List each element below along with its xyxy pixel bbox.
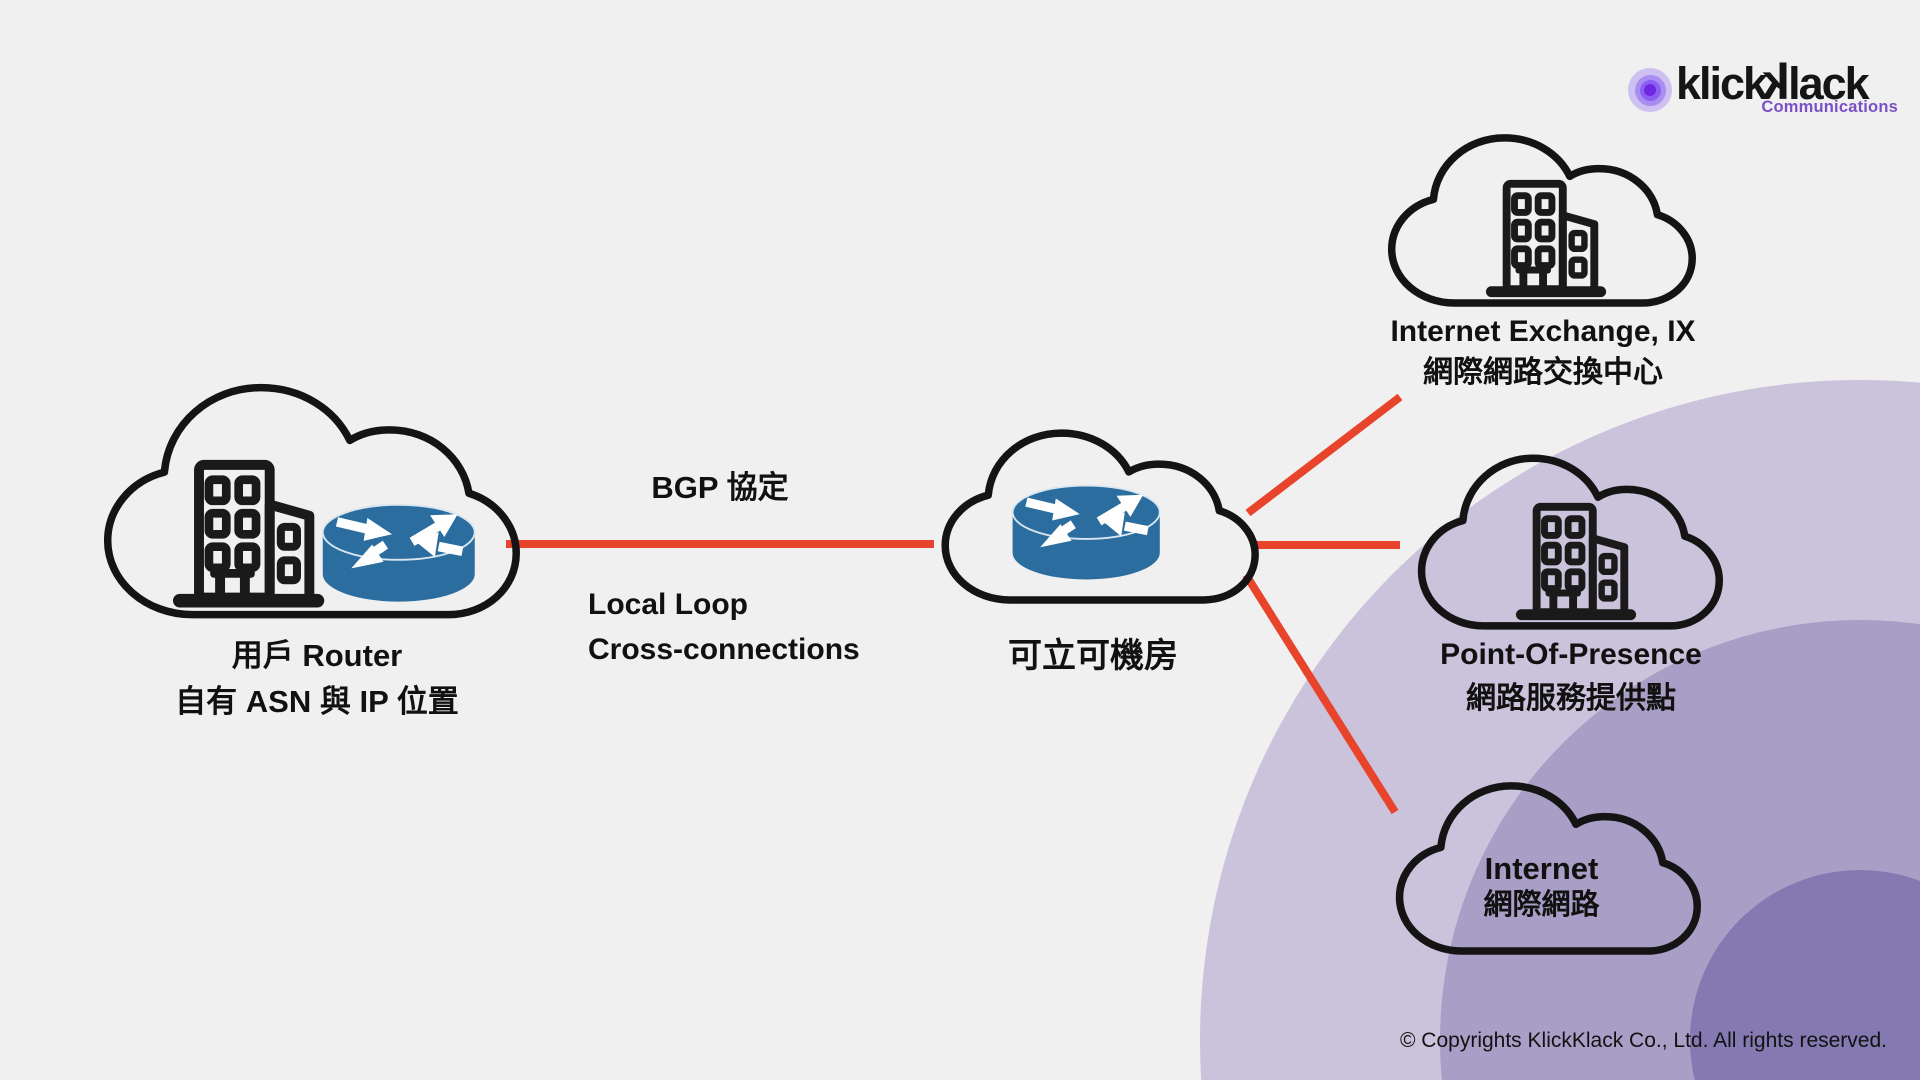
ix-node-subtitle: 網際網路交換中心 <box>1423 356 1663 389</box>
pop-building-icon <box>1516 507 1636 620</box>
customer-building-icon <box>173 465 324 608</box>
internet-node-title: Internet <box>1484 851 1599 886</box>
pop-node-subtitle: 網路服務提供點 <box>1466 682 1676 715</box>
logo-core-dot <box>1644 84 1656 96</box>
logo-word-first: klick <box>1676 58 1768 109</box>
ix-building-icon <box>1486 184 1606 297</box>
concentric-circles-icon <box>1628 68 1672 112</box>
customer-node-subtitle: 自有 ASN 與 IP 位置 <box>175 684 459 719</box>
local-loop-label-line1: Local Loop <box>588 588 748 621</box>
copyright-notice: © Copyrights KlickKlack Co., Ltd. All ri… <box>1400 1029 1887 1052</box>
link-ix-line <box>1245 393 1403 517</box>
internet-node-subtitle: 網際網路 <box>1483 889 1600 921</box>
link-internet-line <box>1242 572 1399 815</box>
hub-node-title: 可立可機房 <box>1008 637 1178 675</box>
logo-word-rest: lack <box>1788 58 1870 109</box>
customer-node-title: 用戶 Router <box>231 638 403 673</box>
hub-router-icon <box>1013 486 1160 580</box>
pop-node-title: Point-Of-Presence <box>1440 638 1702 671</box>
logo-wordmark: klickklack <box>1676 52 1870 111</box>
link-lines <box>506 393 1403 815</box>
bgp-link-label: BGP 協定 <box>651 470 789 505</box>
ix-node-title: Internet Exchange, IX <box>1390 315 1696 348</box>
customer-router-icon <box>323 505 475 602</box>
klickklack-logo: klickklack Communications <box>1620 48 1900 128</box>
local-loop-label-line2: Cross-connections <box>588 633 860 666</box>
logo-tagline: Communications <box>1761 98 1898 116</box>
